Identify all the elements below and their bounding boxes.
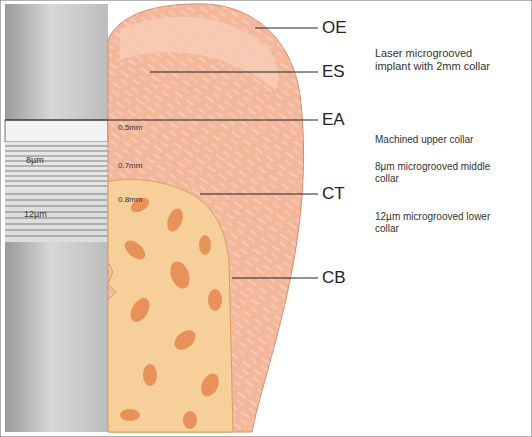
groove-line (5, 166, 108, 167)
groove-line (5, 176, 108, 177)
dimension: 0.7mm (118, 161, 158, 170)
structure-label: EA (322, 110, 382, 130)
structure-label: CB (322, 268, 382, 288)
collar-note: 12µm microgrooved lower collar (375, 211, 495, 234)
groove-line (5, 200, 108, 201)
structure-label: OE (322, 18, 382, 38)
groove-line (5, 171, 108, 172)
structure-label: CT (322, 184, 382, 204)
lower-collar (5, 190, 108, 242)
structure-label: ES (322, 62, 382, 82)
bone-trabeculae (120, 195, 222, 429)
collar-note: 8µm microgrooved middle collar (375, 161, 495, 184)
groove-size: 12µm (24, 209, 64, 219)
bone (108, 179, 233, 432)
collar-note: Machined upper collar (375, 134, 525, 146)
groove-line (5, 224, 108, 225)
groove-line (5, 236, 108, 237)
dimension: 0.5mm (118, 123, 158, 132)
groove-line (5, 186, 108, 187)
leader-lines (5, 28, 318, 278)
groove-line (5, 206, 108, 207)
machined-collar (5, 120, 108, 142)
groove-line (5, 146, 108, 147)
groove-line (5, 151, 108, 152)
groove-line (5, 218, 108, 219)
groove-size: 8µm (26, 155, 66, 165)
groove-line (5, 161, 108, 162)
groove-line (5, 212, 108, 213)
soft-tissue (108, 4, 304, 432)
groove-line (5, 230, 108, 231)
grooves (5, 146, 108, 236)
title-note: Laser microgrooved implant with 2mm coll… (375, 47, 495, 72)
implant (5, 4, 108, 432)
groove-line (5, 194, 108, 195)
groove-line (5, 156, 108, 157)
groove-line (5, 181, 108, 182)
dimension: 0.8mm (118, 195, 158, 204)
middle-collar (5, 142, 108, 190)
